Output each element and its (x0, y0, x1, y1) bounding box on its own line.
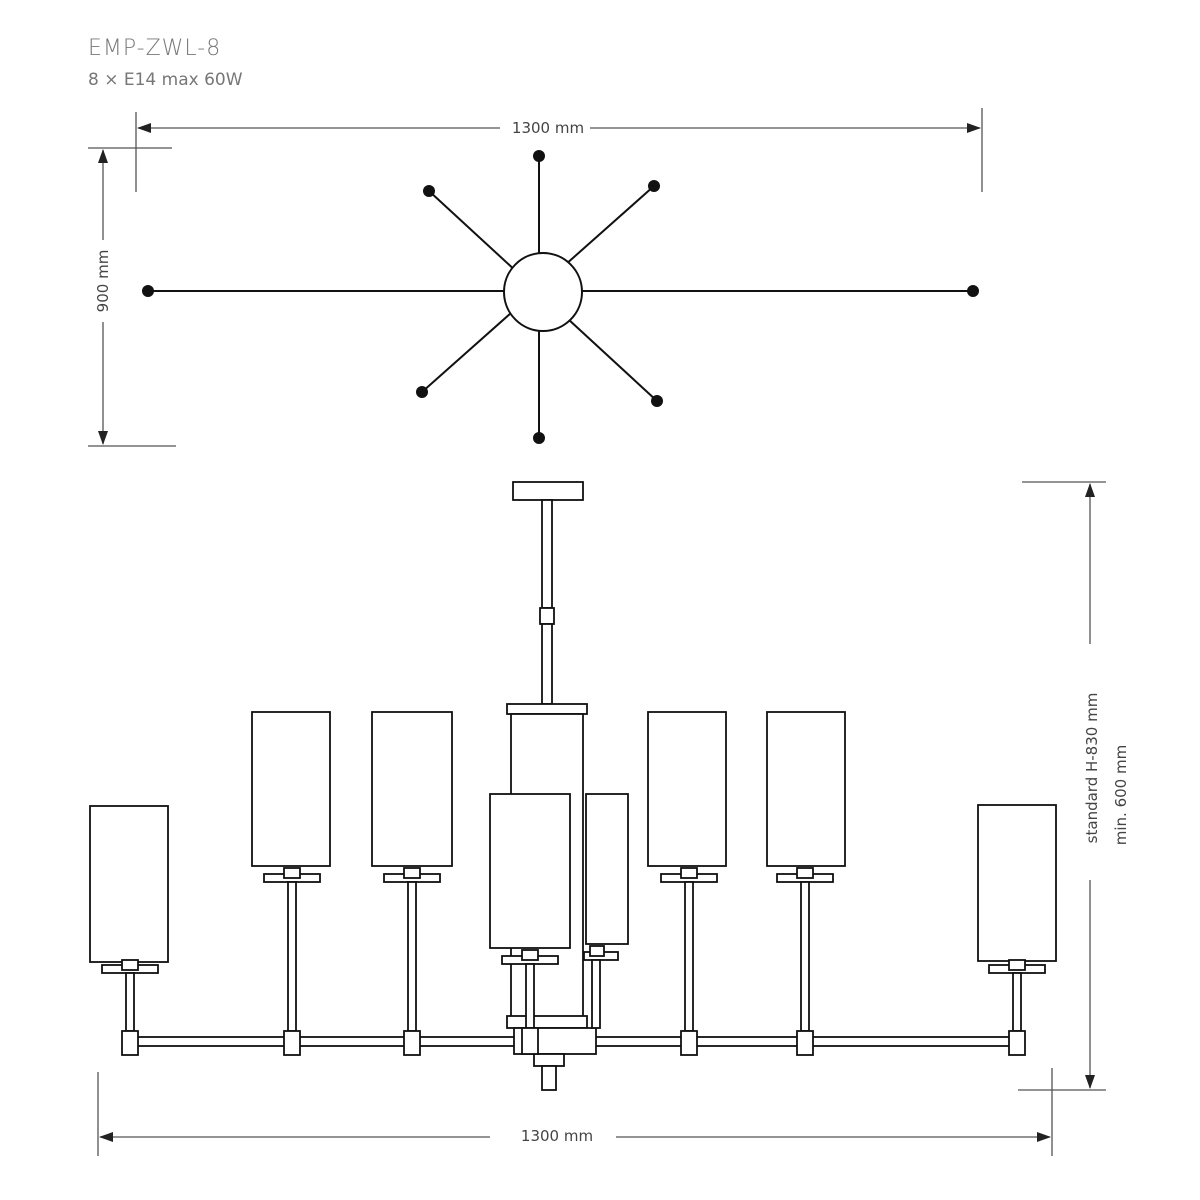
side-view: 1300 mm standard H-830 mm min. 600 mm (89, 481, 1130, 1156)
rod-upper (541, 499, 553, 609)
ceiling-canopy (512, 481, 584, 501)
top-width-dimension: 1300 mm (135, 108, 983, 192)
height-min-label: min. 600 mm (1112, 745, 1130, 845)
height-standard-label: standard H-830 mm (1083, 693, 1101, 844)
lamp-6 (647, 711, 727, 1056)
finial-top (533, 1053, 565, 1067)
top-view-arm-ends (142, 150, 979, 444)
column-cap (506, 703, 588, 715)
column-base (506, 1015, 588, 1029)
lamp-3 (371, 711, 453, 1056)
top-width-label: 1300 mm (512, 119, 584, 137)
lamp-4 (583, 793, 629, 1029)
lamp-8 (977, 804, 1057, 1056)
model-title: EMP-ZWL-8 (88, 36, 222, 61)
lamp-7 (766, 711, 846, 1056)
height-dimension: standard H-830 mm min. 600 mm (1018, 481, 1130, 1091)
rod-lower (541, 623, 553, 705)
bulb-spec: 8 × E14 max 60W (88, 70, 243, 90)
bottom-width-label: 1300 mm (521, 1127, 593, 1145)
lamp-1 (89, 805, 169, 1056)
lamp-2 (251, 711, 331, 1056)
top-depth-label: 900 mm (94, 250, 112, 313)
top-depth-dimension: 900 mm (88, 147, 176, 447)
bottom-width-dimension: 1300 mm (97, 1068, 1053, 1156)
center-hub (503, 252, 583, 332)
top-view: 1300 mm 900 mm (88, 108, 983, 447)
finial-bottom (541, 1065, 557, 1091)
lamp-5 (489, 793, 571, 1055)
rod-joint (539, 607, 555, 625)
